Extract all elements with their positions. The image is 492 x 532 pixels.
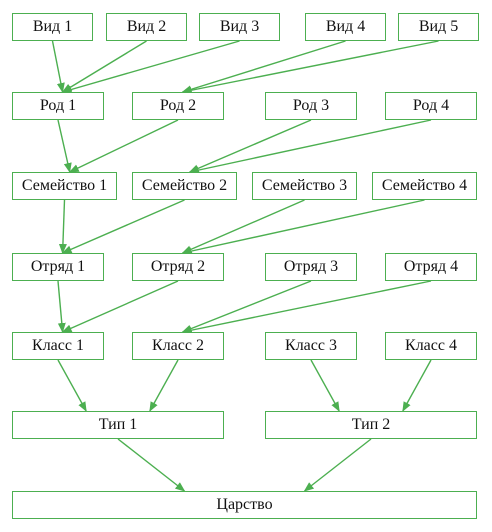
edge-vid5-to-rod2: [181, 40, 439, 95]
edge-rod3-to-sem2: [188, 119, 312, 173]
node-vid-2: Вид 2: [106, 13, 187, 41]
edge-tip1-to-king: [117, 438, 186, 492]
node-vid-5: Вид 5: [398, 13, 479, 41]
node-klass-2: Класс 2: [132, 332, 224, 360]
node-rod-2: Род 2: [132, 92, 224, 120]
edge-otr1-to-kl1: [57, 280, 66, 333]
node-otryad-2: Отряд 2: [132, 253, 224, 281]
edge-kl2-to-tip1: [149, 359, 179, 412]
node-semeystvo-2: Семейство 2: [132, 172, 237, 200]
node-vid-3: Вид 3: [199, 13, 280, 41]
edge-vid1-to-rod1: [51, 40, 65, 93]
node-klass-4: Класс 4: [385, 332, 477, 360]
edge-sem2-to-otr1: [61, 199, 185, 254]
node-semeystvo-3: Семейство 3: [252, 172, 357, 200]
edge-rod1-to-sem1: [57, 119, 72, 173]
edge-otr4-to-kl2: [181, 280, 432, 335]
edge-vid4-to-rod2: [181, 40, 346, 94]
node-rod-1: Род 1: [12, 92, 104, 120]
edge-otr3-to-kl2: [181, 280, 312, 333]
node-rod-3: Род 3: [265, 92, 357, 120]
node-tip-1: Тип 1: [12, 411, 224, 439]
edge-sem4-to-otr2: [181, 199, 425, 255]
edge-vid3-to-rod1: [61, 40, 240, 94]
edge-sem1-to-otr1: [58, 199, 67, 254]
node-otryad-1: Отряд 1: [12, 253, 104, 281]
node-tip-2: Тип 2: [265, 411, 477, 439]
edge-otr2-to-kl1: [61, 280, 179, 333]
node-otryad-3: Отряд 3: [265, 253, 357, 281]
node-klass-3: Класс 3: [265, 332, 357, 360]
node-semeystvo-4: Семейство 4: [372, 172, 477, 200]
edge-kl4-to-tip2: [402, 359, 432, 412]
node-rod-4: Род 4: [385, 92, 477, 120]
edge-sem3-to-otr2: [181, 199, 305, 254]
node-vid-4: Вид 4: [305, 13, 386, 41]
node-semeystvo-1: Семейство 1: [12, 172, 117, 200]
edge-kl1-to-tip1: [57, 359, 87, 412]
node-klass-1: Класс 1: [12, 332, 104, 360]
node-vid-1: Вид 1: [12, 13, 93, 41]
node-tsarstvo: Царство: [12, 491, 477, 519]
edge-rod4-to-sem2: [188, 119, 432, 175]
edge-vid2-to-rod1: [61, 40, 147, 93]
node-otryad-4: Отряд 4: [385, 253, 477, 281]
edge-rod2-to-sem1: [68, 119, 179, 173]
edge-kl3-to-tip2: [310, 359, 340, 412]
edge-tip2-to-king: [303, 438, 372, 492]
